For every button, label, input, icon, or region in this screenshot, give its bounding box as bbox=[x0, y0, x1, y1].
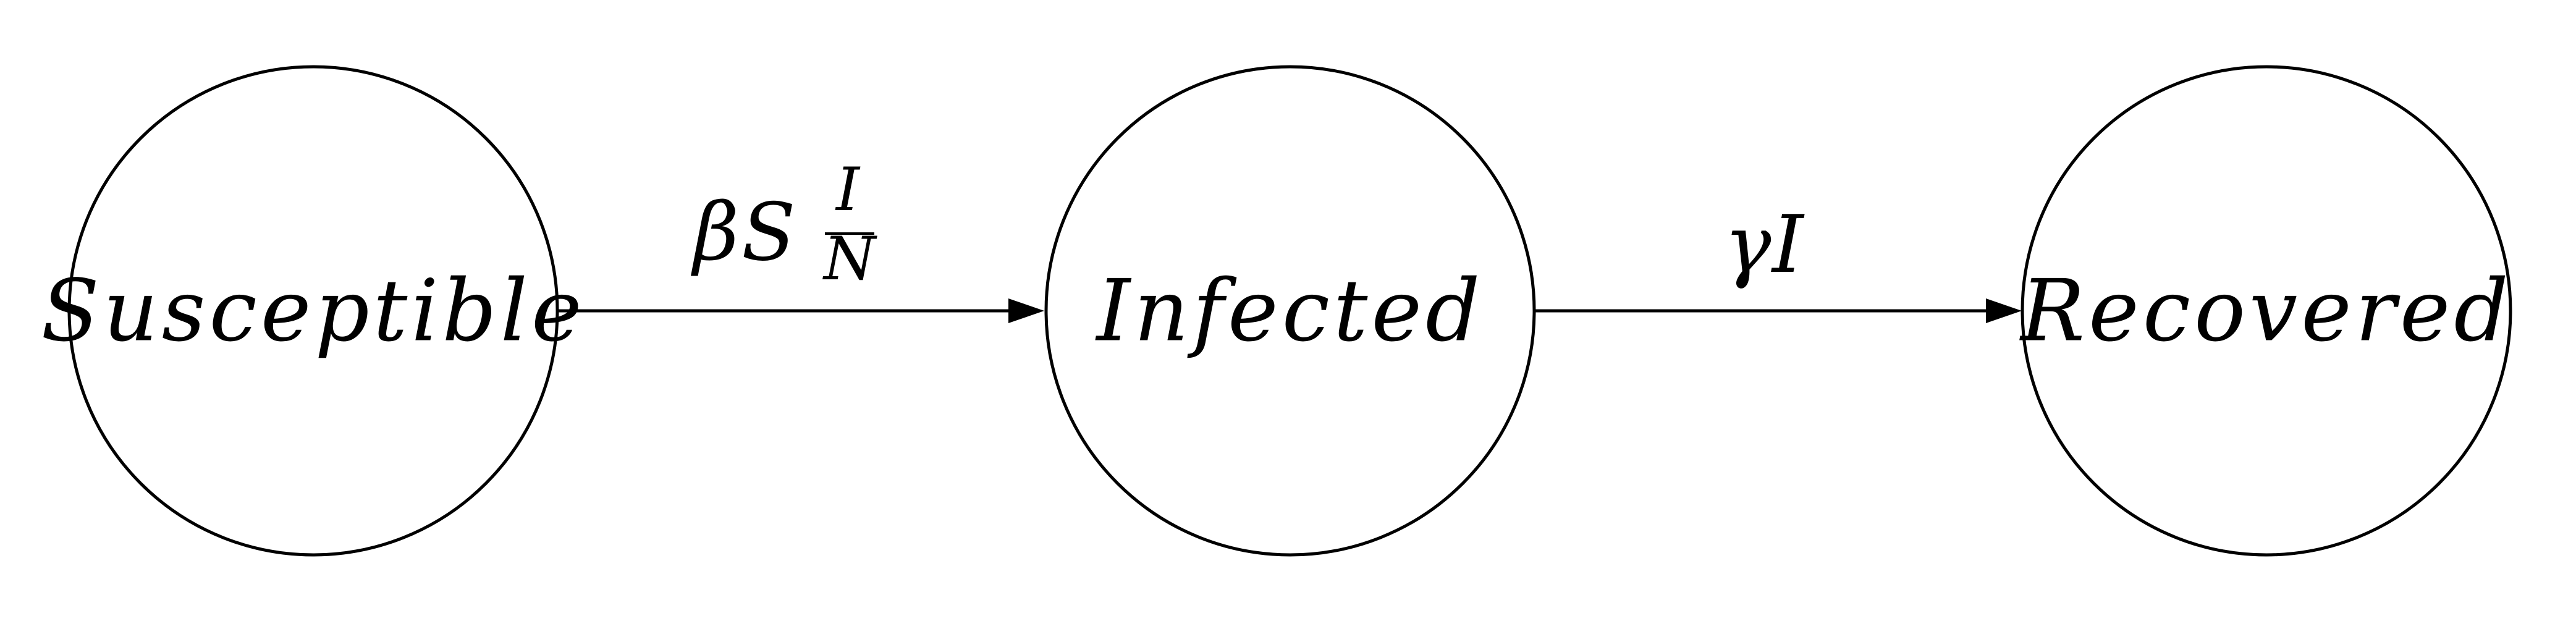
edge-infected-recovered: γ I bbox=[1535, 199, 2022, 323]
edge-susceptible-infected: β S I N bbox=[558, 155, 1044, 323]
node-label: Infected bbox=[1095, 261, 1484, 361]
node-recovered: Recovered bbox=[2019, 65, 2512, 557]
node-circle bbox=[2021, 65, 2512, 557]
rate-s: S bbox=[741, 187, 796, 279]
rate-label-beta-s-i-over-n: β S I N bbox=[691, 155, 877, 294]
rate-denominator: N bbox=[822, 224, 877, 294]
node-susceptible: Susceptible bbox=[41, 65, 585, 557]
node-label: Recovered bbox=[2019, 261, 2512, 361]
rate-label-gamma-i: γ I bbox=[1724, 199, 1805, 291]
node-circle bbox=[67, 65, 559, 557]
arrowhead-icon bbox=[1986, 298, 2022, 323]
node-circle bbox=[1044, 65, 1536, 557]
rate-gamma: γ bbox=[1724, 199, 1772, 291]
node-label: Susceptible bbox=[41, 261, 585, 361]
arrowhead-icon bbox=[1008, 298, 1044, 323]
rate-i: I bbox=[1771, 199, 1805, 291]
rate-numerator: I bbox=[835, 155, 861, 224]
node-infected: Infected bbox=[1044, 65, 1536, 557]
rate-beta: β bbox=[691, 187, 739, 279]
